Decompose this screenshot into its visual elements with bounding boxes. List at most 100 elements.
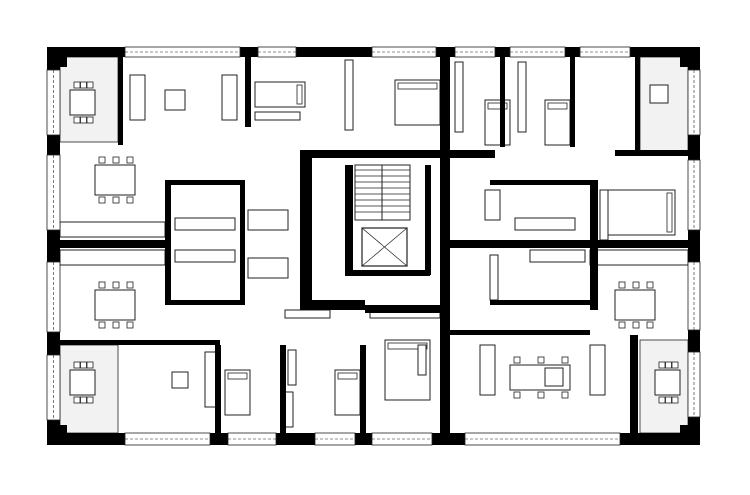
- pillow: [296, 84, 303, 105]
- kitchen-counter: [529, 249, 586, 263]
- wall: [240, 180, 245, 305]
- chair: [658, 361, 666, 369]
- chair: [658, 396, 666, 404]
- wall: [165, 180, 171, 305]
- chair: [665, 361, 672, 369]
- pillow: [547, 102, 568, 110]
- pillow: [387, 342, 428, 350]
- sofa: [649, 84, 669, 104]
- wardrobe: [489, 254, 499, 301]
- chair: [86, 116, 94, 124]
- coffee-table: [171, 371, 189, 389]
- wall: [165, 300, 245, 305]
- chair: [618, 281, 626, 289]
- wall: [360, 345, 366, 435]
- wall: [570, 57, 575, 147]
- chair: [73, 116, 81, 124]
- table: [94, 289, 136, 321]
- chair: [112, 196, 120, 204]
- wardrobe: [254, 111, 301, 121]
- wall: [450, 240, 688, 248]
- chair: [646, 321, 654, 329]
- coffee-table: [544, 367, 564, 387]
- table: [69, 89, 96, 116]
- kitchen-counter: [174, 249, 236, 263]
- wall: [688, 47, 700, 445]
- elevator-cross: [361, 227, 408, 267]
- wall: [245, 57, 251, 127]
- wardrobe: [417, 344, 427, 376]
- pillow: [337, 372, 358, 380]
- chair: [112, 321, 120, 329]
- table: [614, 289, 656, 321]
- wall: [425, 165, 431, 275]
- chair: [126, 196, 134, 204]
- wall: [500, 57, 505, 147]
- sofa: [221, 74, 238, 121]
- kitchen-counter: [59, 221, 166, 238]
- wall: [490, 180, 590, 185]
- windows: [46, 46, 701, 446]
- chair: [126, 281, 134, 289]
- wall: [60, 340, 220, 345]
- bathtub: [247, 209, 289, 231]
- table: [654, 369, 681, 396]
- kitchen-counter: [589, 249, 689, 266]
- wall: [47, 47, 67, 67]
- chair: [98, 156, 106, 164]
- chair: [73, 361, 81, 369]
- chair: [618, 321, 626, 329]
- chair: [561, 356, 569, 364]
- chair: [126, 156, 134, 164]
- wall: [450, 330, 590, 335]
- wall: [630, 335, 638, 435]
- kitchen-counter: [514, 217, 576, 231]
- wall: [47, 425, 67, 445]
- wardrobe: [454, 61, 464, 133]
- sofa: [479, 344, 496, 396]
- chair: [632, 321, 640, 329]
- wall: [300, 300, 365, 310]
- wall: [680, 47, 700, 67]
- wall: [490, 300, 590, 305]
- sofa: [129, 74, 146, 121]
- pillow: [397, 82, 438, 90]
- coffee-table: [164, 89, 186, 111]
- kitchen-counter: [174, 217, 236, 231]
- chair: [80, 81, 87, 89]
- chair: [80, 361, 87, 369]
- wardrobe: [599, 189, 609, 241]
- table: [69, 369, 96, 396]
- table: [94, 164, 136, 196]
- chair: [513, 356, 521, 364]
- wardrobe: [344, 59, 354, 131]
- wall: [60, 240, 165, 248]
- sofa: [589, 344, 606, 396]
- chair: [561, 391, 569, 399]
- chair: [98, 321, 106, 329]
- chair: [98, 196, 106, 204]
- chair: [513, 391, 521, 399]
- wall: [615, 150, 688, 156]
- chair: [112, 156, 120, 164]
- chair: [126, 321, 134, 329]
- wall: [300, 150, 445, 158]
- wall: [440, 57, 450, 445]
- chair: [671, 361, 679, 369]
- chair: [537, 391, 545, 399]
- chair: [537, 356, 545, 364]
- chair: [73, 396, 81, 404]
- wall: [280, 345, 286, 435]
- chair: [86, 81, 94, 89]
- chair: [112, 281, 120, 289]
- pillow: [487, 102, 508, 110]
- furniture: [59, 59, 689, 428]
- wall: [215, 345, 221, 435]
- chair: [665, 396, 672, 404]
- wardrobe: [287, 349, 297, 386]
- chair: [632, 281, 640, 289]
- wardrobe: [517, 61, 527, 133]
- pillow: [666, 192, 673, 233]
- chair: [73, 81, 81, 89]
